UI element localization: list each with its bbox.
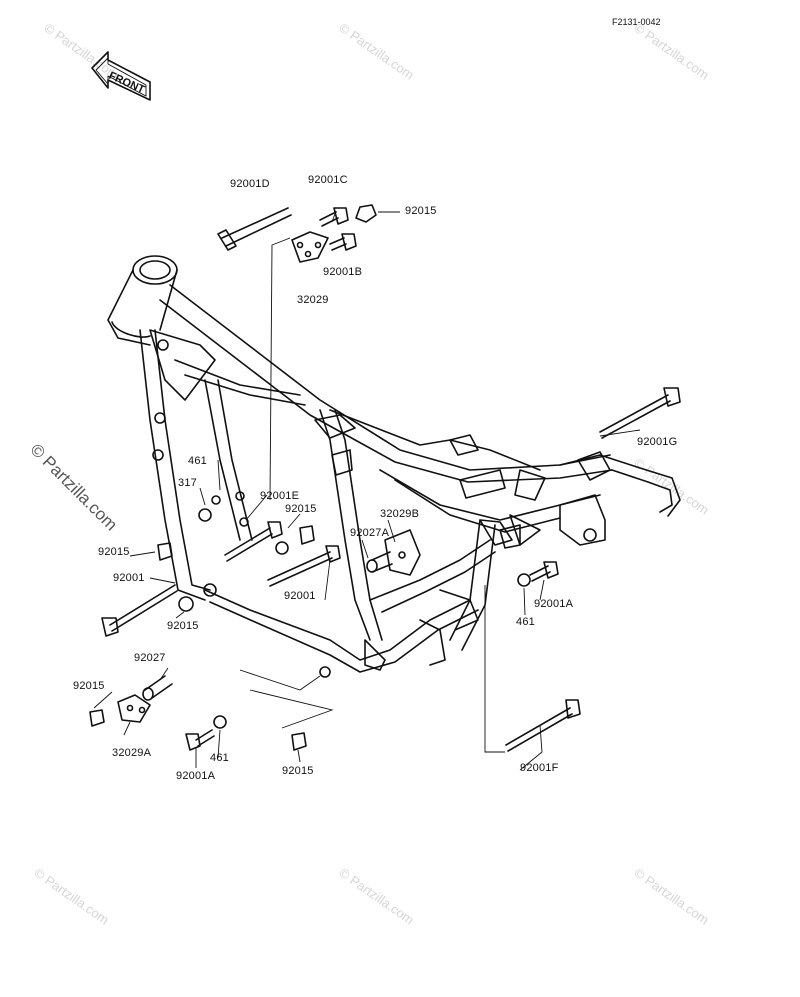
part-label-461: 461 <box>516 616 535 628</box>
part-label-92001E: 92001E <box>260 490 300 502</box>
part-label-92001F: 92001F <box>520 762 559 774</box>
part-label-32029: 32029 <box>297 294 329 306</box>
front-arrow-icon <box>91 51 151 101</box>
part-label-32029B: 32029B <box>380 508 420 520</box>
part-label-92015: 92015 <box>282 765 314 777</box>
part-label-92001: 92001 <box>113 572 145 584</box>
part-label-92015: 92015 <box>98 546 130 558</box>
part-label-461: 461 <box>210 752 229 764</box>
part-label-32029A: 32029A <box>112 747 152 759</box>
part-label-92001B: 92001B <box>323 266 363 278</box>
part-label-92015: 92015 <box>285 503 317 515</box>
part-label-317: 317 <box>178 477 197 489</box>
part-label-92001: 92001 <box>284 590 316 602</box>
part-label-92015: 92015 <box>73 680 105 692</box>
part-label-92027A: 92027A <box>350 527 390 539</box>
part-label-92015: 92015 <box>167 620 199 632</box>
part-label-461: 461 <box>188 455 207 467</box>
part-label-92001A: 92001A <box>176 770 216 782</box>
part-label-92001D: 92001D <box>230 178 270 190</box>
part-label-92015: 92015 <box>405 205 437 217</box>
part-label-92027: 92027 <box>134 652 166 664</box>
front-label: FRONT <box>107 70 147 96</box>
part-label-92001C: 92001C <box>308 174 348 186</box>
part-label-92001A: 92001A <box>534 598 574 610</box>
part-label-92001G: 92001G <box>637 436 678 448</box>
diagram-reference-code: F2131-0042 <box>612 17 661 27</box>
